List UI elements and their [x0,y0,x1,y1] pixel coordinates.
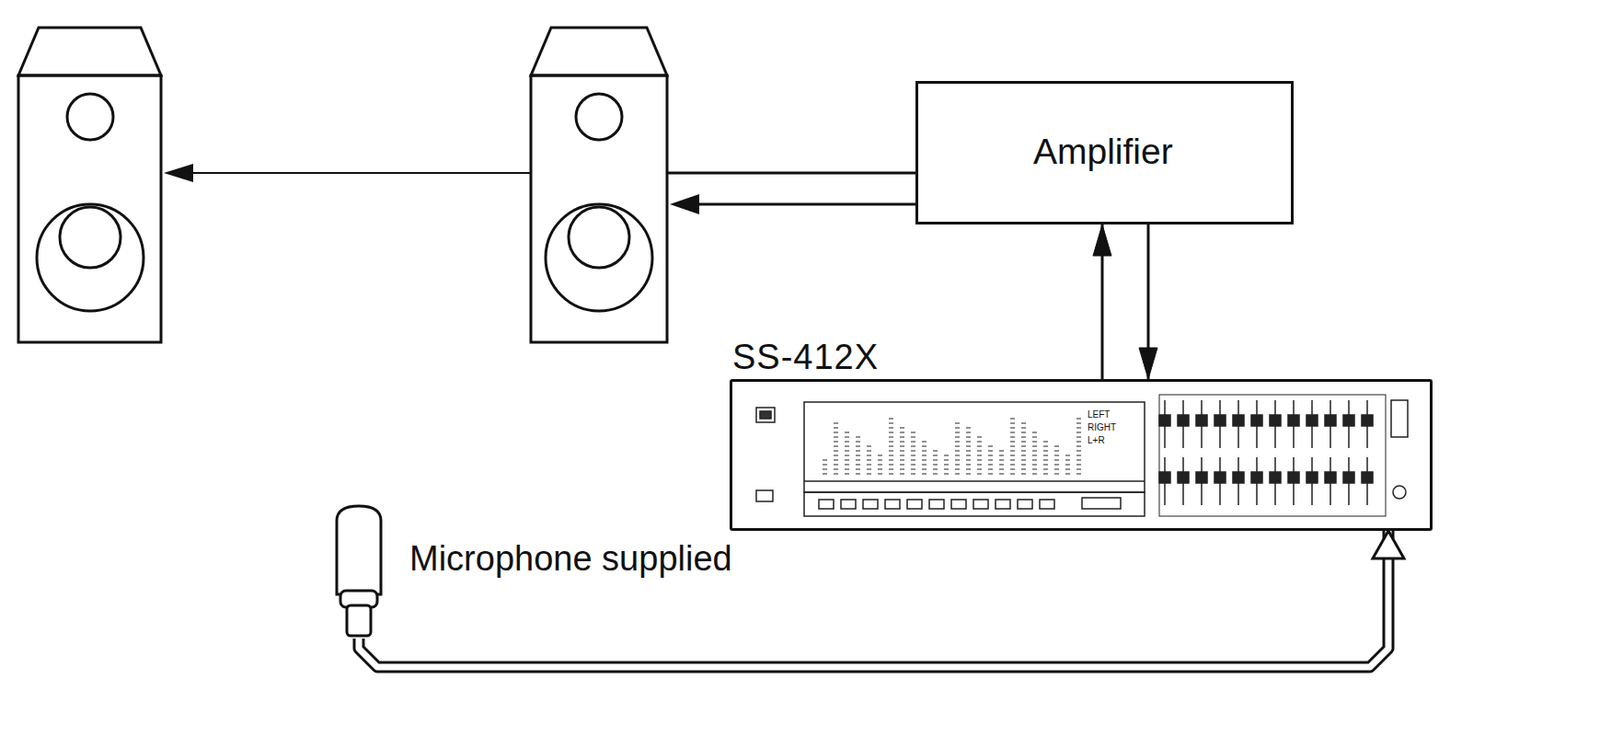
arrowhead [1093,224,1112,256]
panel-label: L+R [1086,435,1106,446]
right-speaker [530,27,668,343]
microphone: Microphone supplied [331,502,847,639]
left-speaker [18,27,162,343]
panel-label: LEFT [1086,409,1111,420]
signal-arrow [1093,224,1112,380]
box-label: Amplifier [1033,131,1174,173]
arrowhead [1372,530,1405,559]
microphone-label: Microphone supplied [409,539,733,579]
arrowhead [669,194,700,215]
signal-arrow [1139,224,1158,380]
speaker-wire [694,203,916,207]
equalizer-faceplate [732,381,1430,529]
amplifier-box: Amplifier [915,80,1294,225]
arrowhead [1139,347,1158,380]
panel-label: RIGHT [1086,422,1117,433]
microphone-cable [358,530,1405,668]
microphone-symbol [331,502,387,639]
model-name: SS-412X [732,337,879,378]
speaker-wire [667,172,916,175]
arrowhead [163,163,194,183]
equalizer-unit: LEFTRIGHTL+RSS-412X [729,379,1433,531]
speaker-wire [188,172,531,174]
